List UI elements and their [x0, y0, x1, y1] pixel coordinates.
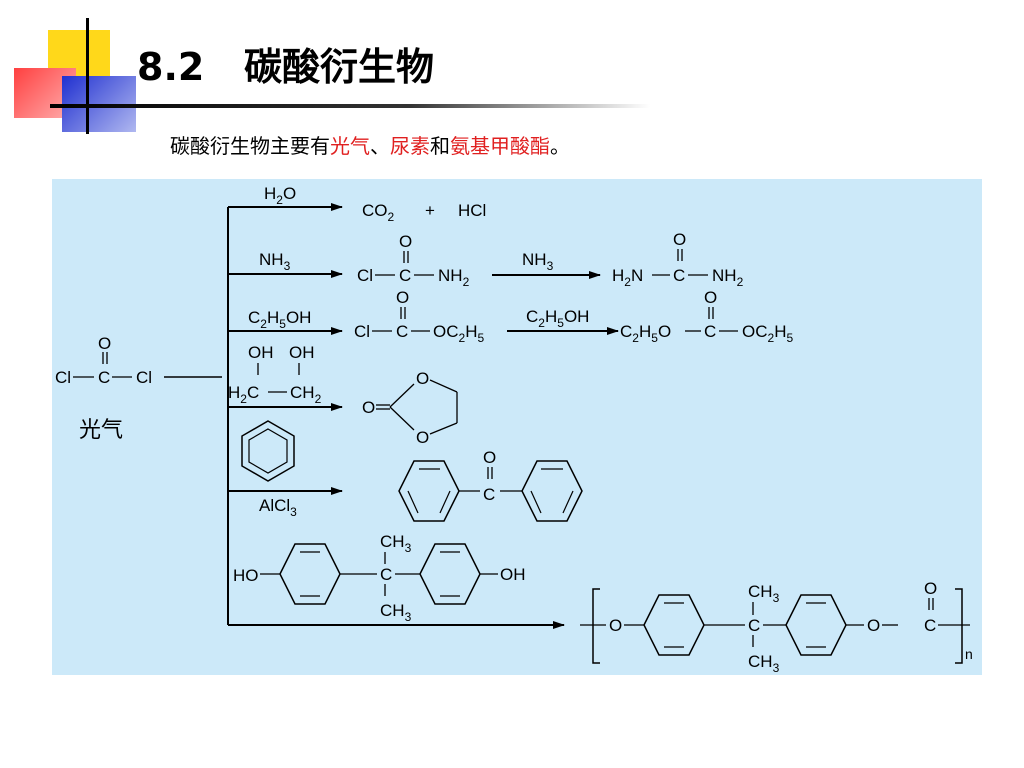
svg-text:HO: HO [233, 566, 259, 585]
svg-text:OC2H5: OC2H5 [742, 322, 793, 345]
svg-text:C: C [98, 368, 110, 387]
svg-text:OH: OH [500, 565, 526, 584]
intro-separator: 、 [370, 134, 390, 158]
svg-text:CH2: CH2 [290, 383, 322, 406]
section-title: 碳酸衍生物 [244, 45, 435, 89]
svg-text:O: O [704, 288, 717, 307]
title-underline [50, 104, 650, 108]
svg-text:Cl: Cl [55, 368, 71, 387]
intro-phosgene: 光气 [330, 134, 370, 158]
svg-text:O: O [98, 334, 111, 353]
svg-text:C: C [396, 322, 408, 341]
svg-text:AlCl3: AlCl3 [259, 496, 297, 519]
svg-text:O: O [396, 288, 409, 307]
svg-text:O: O [867, 616, 880, 635]
svg-text:NH2: NH2 [712, 266, 744, 289]
svg-text:C: C [380, 565, 392, 584]
hcl-product: HCl [458, 201, 486, 220]
page-title: 8.2 碳酸衍生物 [137, 36, 434, 91]
svg-text:O: O [483, 448, 496, 467]
svg-text:O: O [609, 616, 622, 635]
intro-text: 碳酸衍生物主要有光气、尿素和氨基甲酸酯。 [170, 130, 570, 159]
svg-text:C: C [704, 322, 716, 341]
plus-sign: + [425, 201, 435, 220]
svg-text:CH3: CH3 [380, 601, 412, 624]
svg-text:C2H5O: C2H5O [620, 322, 671, 345]
svg-text:C: C [483, 485, 495, 504]
svg-text:OH: OH [289, 343, 315, 362]
intro-carbamate: 氨基甲酸酯 [450, 134, 550, 158]
svg-text:H2O: H2O [264, 184, 296, 207]
svg-text:C: C [748, 616, 760, 635]
branch-ethylene-glycol: OH OH H2C CH2 O O O [228, 343, 458, 447]
svg-text:O: O [362, 398, 375, 417]
decor-vertical-line [86, 18, 89, 134]
svg-text:CH3: CH3 [748, 652, 780, 675]
phosgene-structure: O Cl C Cl [55, 334, 152, 387]
svg-text:O: O [416, 428, 429, 447]
svg-text:OH: OH [248, 343, 274, 362]
svg-text:H2C: H2C [228, 383, 259, 406]
svg-text:C: C [673, 266, 685, 285]
branch-bisphenol-a: HO CH3 C CH3 OH O CH3 C CH3 [228, 532, 973, 675]
svg-text:OC2H5: OC2H5 [433, 322, 484, 345]
svg-text:C: C [399, 266, 411, 285]
svg-text:Cl: Cl [354, 322, 370, 341]
svg-text:CO2: CO2 [362, 201, 395, 224]
intro-urea: 尿素 [390, 134, 430, 158]
branch-hydrolysis: H2O CO2 + HCl [228, 184, 486, 224]
intro-end: 。 [550, 134, 570, 158]
reaction-diagram-panel: O Cl C Cl 光气 H2O CO2 + HCl NH3 O Cl C NH… [52, 179, 982, 675]
intro-prefix: 碳酸衍生物主要有 [170, 134, 330, 158]
svg-text:H2N: H2N [612, 266, 643, 289]
svg-text:C2H5OH: C2H5OH [248, 308, 311, 331]
svg-text:O: O [924, 579, 937, 598]
svg-text:NH2: NH2 [438, 266, 470, 289]
reaction-diagram: O Cl C Cl 光气 H2O CO2 + HCl NH3 O Cl C NH… [55, 184, 973, 675]
svg-text:O: O [673, 230, 686, 249]
svg-text:C: C [924, 616, 936, 635]
polymer-subscript: n [965, 646, 973, 662]
intro-conjunction: 和 [430, 134, 450, 158]
svg-text:Cl: Cl [357, 266, 373, 285]
svg-text:NH3: NH3 [522, 250, 554, 273]
svg-text:CH3: CH3 [748, 582, 780, 605]
svg-text:O: O [399, 232, 412, 251]
svg-text:O: O [416, 369, 429, 388]
svg-text:NH3: NH3 [259, 250, 291, 273]
branch-friedel-crafts: AlCl3 O C [228, 420, 583, 522]
section-number: 8.2 [137, 45, 205, 89]
phosgene-label: 光气 [79, 417, 123, 442]
branch-ammonia: NH3 O Cl C NH2 NH3 O H2N C NH2 [228, 230, 744, 289]
svg-text:C2H5OH: C2H5OH [526, 307, 589, 330]
svg-text:CH3: CH3 [380, 532, 412, 555]
svg-text:Cl: Cl [136, 368, 152, 387]
branch-ethanol: C2H5OH O Cl C OC2H5 C2H5OH O C2H5O C OC2… [228, 288, 793, 345]
